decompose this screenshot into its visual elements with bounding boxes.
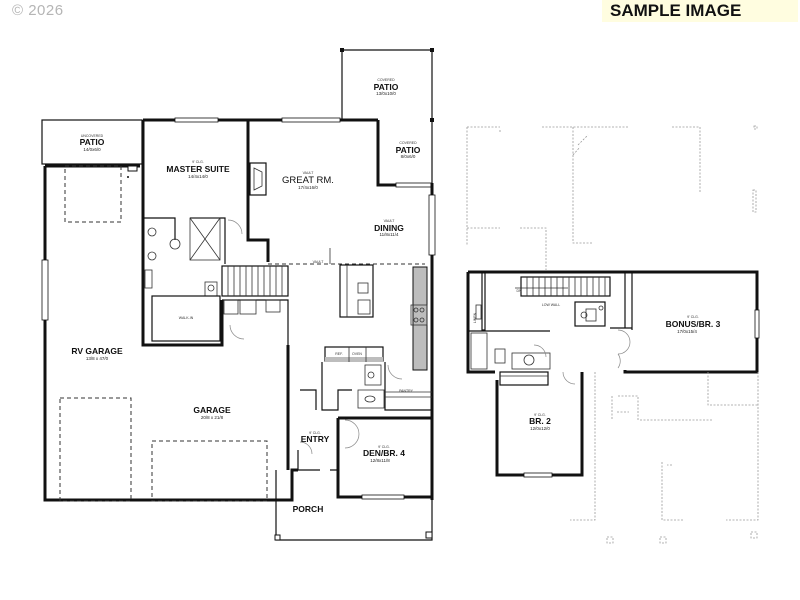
garage-outer-wall [43,166,298,502]
oven-label: OVEN [352,352,362,356]
master-suite-label: MASTER SUITE [166,164,230,174]
den-dims: 12/8x11/8 [370,458,390,463]
master-suite-walls [141,120,224,347]
garage-dims: 20/8 x 21/8 [201,415,224,420]
dining-dims: 11/8x11/4 [379,232,399,237]
br2-note: 9' CLG. [534,413,546,417]
garage-label: GARAGE [193,405,231,415]
den-note: 9' CLG. [378,445,390,449]
low-wall-label: LOW WALL [542,303,560,307]
walk-in-closet [151,295,221,342]
upper-floor-plan: LINEN LOW WALL DN 9' CLG. BONUS/BR. 3 17… [466,125,760,544]
dining-note: VAULT [384,219,396,223]
upper-floor-outer-wall [468,270,759,374]
covered-patio-2-label: PATIO [396,145,421,155]
covered-patio-1-label: PATIO [374,82,399,92]
rv-garage-label: RV GARAGE [71,346,123,356]
walk-in-label: WALK-IN [179,316,194,320]
rv-garage-door [59,397,132,502]
porch-label: PORCH [293,504,324,514]
br2-dims: 12/0x12/0 [530,426,550,431]
great-room-dims: 17/4x16/0 [298,185,318,190]
covered-patio-1-note: COVERED [377,78,395,82]
master-suite-note: 9' CLG. [192,160,204,164]
main-stairs [221,265,289,297]
uncovered-patio-note: UNCOVERED [81,134,104,138]
pantry-label: PANTRY [399,389,414,393]
covered-patio-2-note: COVERED [399,141,417,145]
dining-label: DINING [374,223,404,233]
bonus-label: BONUS/BR. 3 [666,319,721,329]
stairs-down-label: DN [516,289,522,293]
rv-garage-dims: 13/8 x 47/0 [86,356,109,361]
covered-patio-1-dims: 13/0x10/0 [376,91,396,96]
copyright-text: © 2026 [12,2,64,19]
den-label: DEN/BR. 4 [363,448,405,458]
porch-outline [275,470,433,541]
covered-patio-outline [342,49,433,183]
bonus-note: 9' CLG. [687,315,699,319]
uncovered-patio-label: PATIO [80,137,105,147]
sample-image-badge: SAMPLE IMAGE [602,0,798,22]
covered-patio-2-dims: 8/0x6/0 [401,154,416,159]
great-room-note: VAULT [303,171,315,175]
great-room-label: GREAT RM. [282,175,334,186]
vault-label: VAULT [313,260,325,264]
kitchen-island [339,264,374,318]
fireplace [249,162,267,196]
entry-note: 9' CLG. [309,431,321,435]
garage-door [151,440,268,502]
upper-stairs [515,276,611,297]
br2-label: BR. 2 [529,416,551,426]
main-floor-plan: UNCOVERED PATIO 14/0x6/0 9' CLG. MASTER … [41,48,436,541]
uncovered-patio-dims: 14/0x6/0 [83,147,101,152]
master-suite-dims: 14/4x14/0 [188,174,208,179]
bonus-dims: 17/0x15/4 [677,329,697,334]
upper-linen-label: LINEN [473,312,477,323]
ref-label: REF. [335,352,343,356]
entry-label: ENTRY [301,434,330,444]
